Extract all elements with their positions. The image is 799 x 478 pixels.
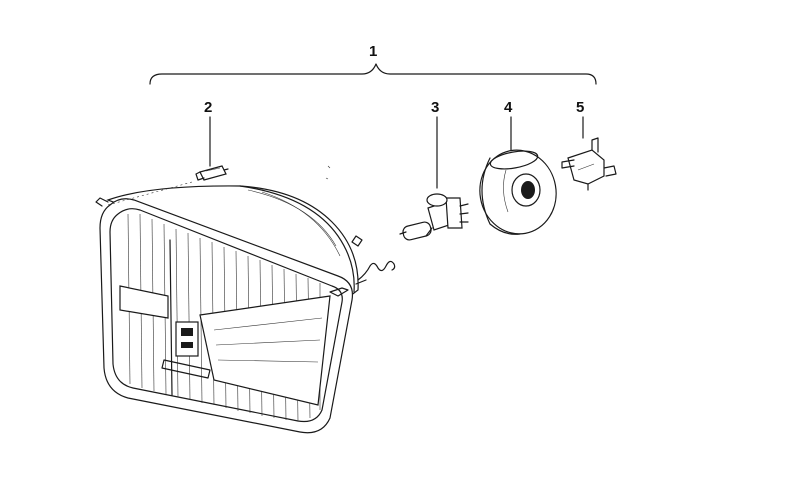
parking-bulb xyxy=(107,165,229,206)
callout-5-bulb-socket: 5 xyxy=(576,99,585,116)
cover-cap xyxy=(479,149,557,235)
stray-marks xyxy=(325,165,331,180)
assembly-bracket xyxy=(149,63,597,85)
bulb-socket xyxy=(561,137,617,191)
callout-4-cover-cap: 4 xyxy=(504,99,513,116)
callout-1-assembly: 1 xyxy=(369,43,378,60)
headlight-lens xyxy=(95,197,354,434)
callout-2-parking-bulb: 2 xyxy=(204,99,213,116)
leader-lines xyxy=(209,116,584,189)
spring-clip xyxy=(355,260,396,285)
callout-3-main-bulb: 3 xyxy=(431,99,440,116)
main-bulb xyxy=(399,193,469,241)
